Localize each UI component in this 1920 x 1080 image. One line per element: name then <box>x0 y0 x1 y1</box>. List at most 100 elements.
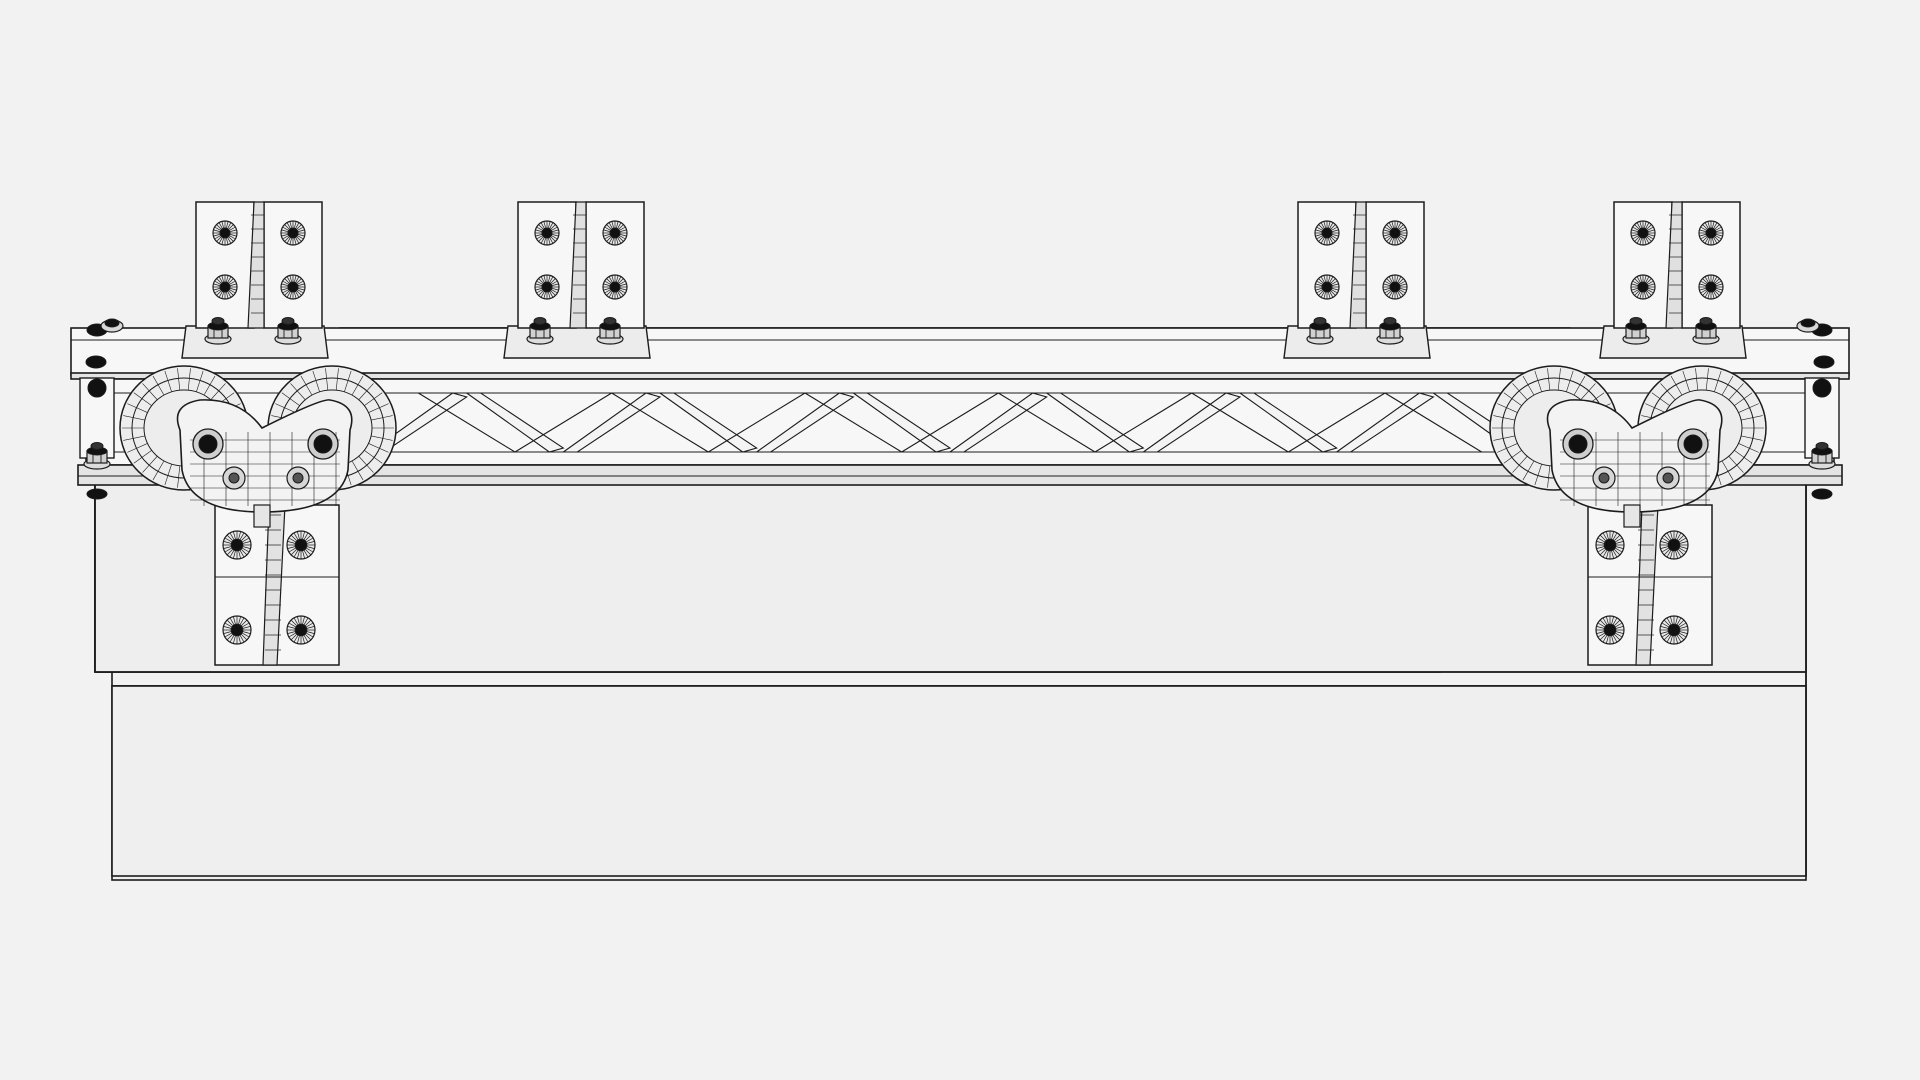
rivet-hatch <box>620 234 627 237</box>
rivet-hatch <box>536 226 543 231</box>
rivet-hatch <box>538 290 544 296</box>
rivet-hatch <box>242 626 251 629</box>
rivet-hatch <box>1700 226 1707 231</box>
truss-cross-9 <box>1191 392 1289 453</box>
rivet-hatch <box>1702 236 1708 242</box>
rivet-hatch <box>1639 221 1642 228</box>
rivet-hatch <box>1647 289 1654 294</box>
end-cap-bolt <box>1812 378 1832 398</box>
bracket-base-plate <box>1283 325 1431 359</box>
rivet-hatch <box>1330 290 1336 296</box>
top-bracket-4 <box>1599 201 1747 359</box>
rivet-head <box>1603 623 1617 637</box>
wheel-hatch <box>203 375 216 396</box>
truss-cross-1 <box>418 392 516 453</box>
rivet-hatch <box>1645 291 1650 298</box>
rivet-hatch <box>1645 222 1650 229</box>
rivet-hatch <box>282 280 289 285</box>
rivet-hatch <box>606 278 612 284</box>
door-panel <box>94 479 1807 881</box>
hex-nut <box>274 317 302 345</box>
wheel-hatch <box>133 392 152 406</box>
rivet-hatch <box>1615 547 1623 553</box>
rivet-head <box>1667 538 1681 552</box>
rivet-hatch <box>1646 278 1652 284</box>
rivet-hatch <box>1596 541 1605 544</box>
rivet-hatch <box>1644 238 1647 245</box>
rivet-hatch <box>1391 292 1394 299</box>
rivet-hatch <box>287 541 296 544</box>
rivet-hatch <box>1636 276 1641 283</box>
rivet-hatch <box>228 278 234 284</box>
rivet-hatch <box>289 275 292 282</box>
rivet-hatch <box>290 619 297 626</box>
rivet-hatch <box>1646 224 1652 230</box>
rivet-hatch <box>282 235 289 240</box>
rivet-hatch <box>1599 619 1606 626</box>
rivet-hatch <box>1707 292 1710 299</box>
rivet-hatch <box>1328 275 1331 282</box>
rivet-hatch <box>1606 531 1609 540</box>
rivet-hatch <box>540 291 545 298</box>
rivet-hatch <box>1663 619 1670 626</box>
rivet-hatch <box>1599 534 1606 541</box>
rivet-hatch <box>224 622 232 628</box>
rivet-hatch <box>1386 290 1392 296</box>
truss-cross-line <box>418 392 516 453</box>
rivet-hatch <box>287 631 296 634</box>
rivet-hatch <box>288 537 296 543</box>
rivet-hatch <box>1702 224 1708 230</box>
rivet-hatch <box>1400 229 1407 232</box>
rivet-hatch <box>1678 634 1685 641</box>
rivet-hatch <box>1639 292 1642 299</box>
rivet-hatch <box>233 635 236 644</box>
end-cap-1 <box>79 323 115 500</box>
rivet-hatch <box>233 531 236 540</box>
flange-bolt-head <box>85 355 107 369</box>
rivet-hatch <box>619 235 626 240</box>
rivet-hatch <box>238 635 241 644</box>
wheel-hatch <box>1645 403 1666 413</box>
wheel-hatch <box>164 370 172 392</box>
rivet-hatch <box>611 238 614 245</box>
rivet-hatch <box>229 550 235 558</box>
wheel-hatch <box>1493 415 1515 421</box>
rivet-hatch <box>1676 635 1682 643</box>
wheel-hatch <box>1580 383 1596 400</box>
rivet-hatch <box>297 616 300 625</box>
rivet-hatch <box>1615 537 1623 543</box>
rivet-hatch <box>223 631 232 634</box>
rivet-hatch <box>1714 236 1720 242</box>
rivet-hatch <box>1648 283 1655 286</box>
rivet-hatch <box>1713 222 1718 229</box>
rivet-bolt <box>222 615 252 645</box>
rivet-hatch <box>218 237 223 244</box>
rivet-hatch <box>213 229 220 232</box>
rivet-hatch <box>239 550 245 558</box>
rivet-hatch <box>1611 550 1614 559</box>
rivet-hatch <box>1663 534 1670 541</box>
rivet-hatch <box>1636 222 1641 229</box>
rivet-hatch <box>540 222 545 229</box>
rivet-hatch <box>1331 235 1338 240</box>
rivet-hatch <box>1634 224 1640 230</box>
rivet-hatch <box>1699 283 1706 286</box>
rivet-hatch <box>297 226 304 231</box>
rivet-bolt <box>1314 274 1340 300</box>
rivet-hatch <box>1615 546 1624 549</box>
rivet-hatch <box>1611 531 1614 540</box>
rivet-hatch <box>1702 278 1708 284</box>
rivet-hatch <box>1679 626 1688 629</box>
carriage-housing <box>176 399 353 513</box>
rivet-head <box>219 227 231 239</box>
rivet-hatch <box>1391 238 1394 245</box>
rivet-hatch <box>1612 550 1618 558</box>
bracket-base-plate <box>181 325 329 359</box>
rivet-hatch <box>543 275 546 282</box>
hanging-bracket-2 <box>1587 504 1713 666</box>
rivet-hatch <box>1391 275 1394 282</box>
axle-bolt-head <box>1568 434 1588 454</box>
rivet-hatch <box>1328 238 1331 245</box>
rail-flange-bolt-2 <box>1813 355 1835 369</box>
